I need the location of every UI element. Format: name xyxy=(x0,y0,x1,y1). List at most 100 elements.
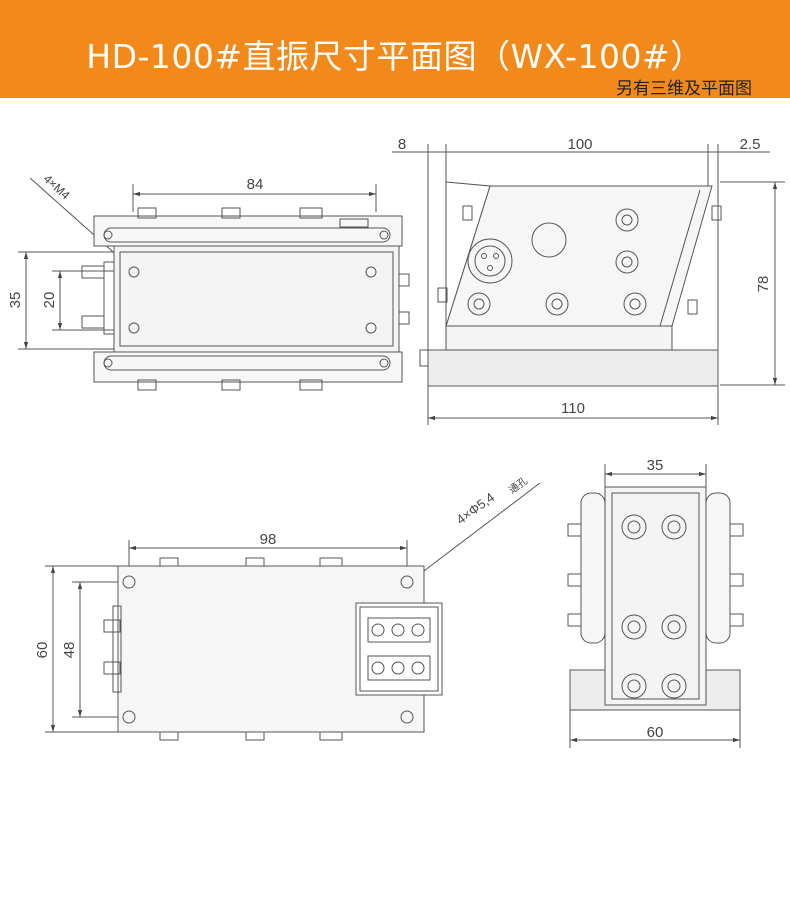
dim-top-width: 35 xyxy=(7,292,24,309)
side-screw xyxy=(567,573,582,587)
tab xyxy=(319,731,343,741)
thread-hole xyxy=(365,266,377,278)
side-base xyxy=(427,349,719,387)
side-lower-block xyxy=(445,325,673,351)
screw-inner xyxy=(627,520,641,534)
tab xyxy=(245,731,265,741)
main-body-inner xyxy=(119,251,394,347)
rail-hole xyxy=(379,358,389,368)
dim-top-length: 84 xyxy=(247,176,264,193)
screw-outer xyxy=(615,250,639,274)
screw-head xyxy=(221,379,241,391)
hole-label: 4×Φ5,4 xyxy=(453,490,497,528)
center-column xyxy=(604,486,707,706)
screw-inner xyxy=(627,620,641,634)
side-bracket xyxy=(112,605,122,693)
screw-head xyxy=(137,379,157,391)
main-body xyxy=(113,245,400,353)
side-screw xyxy=(103,619,121,633)
screw xyxy=(371,661,385,675)
side-screw xyxy=(711,205,722,221)
screw-head xyxy=(398,273,410,287)
dim-side-right: 2.5 xyxy=(740,136,761,153)
header-banner xyxy=(0,0,790,98)
screw-inner xyxy=(551,298,563,310)
end-view xyxy=(567,464,744,748)
screw-head xyxy=(81,265,105,279)
screw-inner xyxy=(667,620,681,634)
center-column-inner xyxy=(611,492,700,700)
dim-bottom-hole-spacing: 48 xyxy=(61,642,78,659)
connector-inner xyxy=(474,245,506,277)
side-view xyxy=(392,144,785,425)
page-subtitle: 另有三维及平面图 xyxy=(616,79,752,99)
screw-inner xyxy=(621,214,633,226)
tab xyxy=(159,557,179,567)
bottom-rail xyxy=(93,351,403,383)
screw-inner xyxy=(621,256,633,268)
bottom-view xyxy=(45,482,541,741)
screw-inner xyxy=(627,679,641,693)
side-bracket xyxy=(103,261,115,335)
thread-hole xyxy=(365,322,377,334)
dim-bottom-length: 98 xyxy=(260,531,277,548)
tab xyxy=(319,557,343,567)
screw xyxy=(371,623,385,637)
dim-side-left: 8 xyxy=(398,136,406,153)
screw-head xyxy=(137,207,157,219)
thread-hole xyxy=(128,322,140,334)
side-leaf-edge xyxy=(659,189,701,327)
rail-hole xyxy=(103,358,113,368)
screw xyxy=(391,623,405,637)
base-screw xyxy=(419,349,429,367)
dim-side-base: 110 xyxy=(561,400,585,417)
side-screw xyxy=(567,523,582,537)
side-screw xyxy=(437,287,448,303)
tab xyxy=(245,557,265,567)
screw xyxy=(411,661,425,675)
screw-inner xyxy=(629,298,641,310)
thread-hole xyxy=(128,266,140,278)
screw-inner xyxy=(667,679,681,693)
side-screw xyxy=(729,573,744,587)
connector-pin xyxy=(481,253,487,259)
screw-head xyxy=(81,315,105,329)
side-screw xyxy=(103,661,121,675)
dim-top-hole-spacing: 20 xyxy=(41,292,58,309)
dim-bottom-width: 60 xyxy=(34,642,51,659)
screw-inner xyxy=(473,298,485,310)
left-leaf xyxy=(580,492,606,644)
screw-outer xyxy=(615,208,639,232)
screw-outer xyxy=(661,614,687,640)
side-screw xyxy=(687,299,698,315)
screw-head xyxy=(398,311,410,325)
screw xyxy=(391,661,405,675)
right-leaf xyxy=(705,492,731,644)
through-hole xyxy=(122,575,136,589)
tab xyxy=(159,731,179,741)
through-hole xyxy=(122,710,136,724)
rail-hole xyxy=(379,230,389,240)
screw-bank xyxy=(367,655,431,681)
dim-end-top: 35 xyxy=(647,457,664,474)
screw-outer xyxy=(545,292,569,316)
side-screw xyxy=(462,205,473,221)
dim-side-top: 100 xyxy=(567,136,592,153)
mount-hole-large xyxy=(531,222,567,258)
side-screw xyxy=(729,613,744,627)
end-bracket xyxy=(355,602,443,696)
side-main-body xyxy=(445,185,713,327)
top-view xyxy=(18,177,410,391)
screw-head xyxy=(299,379,323,391)
screw-outer xyxy=(621,514,647,540)
screw-inner xyxy=(667,520,681,534)
connector-pin xyxy=(487,265,493,271)
page-title: HD-100#直振尺寸平面图（WX-100#） xyxy=(86,37,704,76)
leader-line xyxy=(411,482,541,581)
connector-outer xyxy=(467,238,513,284)
side-left-leaf xyxy=(445,181,491,327)
through-hole xyxy=(400,710,414,724)
screw xyxy=(411,623,425,637)
screw-outer xyxy=(661,514,687,540)
